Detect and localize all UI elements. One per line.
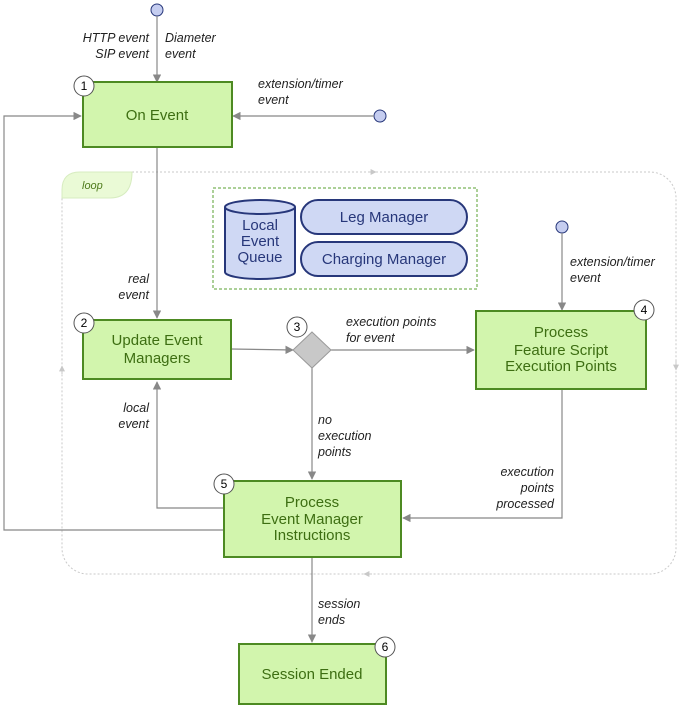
number-badges: 1 2 3 4 5 6	[73, 75, 655, 658]
label-exec-points: execution points	[346, 315, 436, 329]
badge-2	[73, 312, 95, 334]
label-real-event: event	[118, 288, 149, 302]
update-event-managers-box	[82, 319, 232, 380]
label-diameter: Diameter	[165, 31, 217, 45]
edge-instructions-to-on-event	[3, 111, 224, 531]
label-ext-timer-2-event: event	[570, 271, 601, 285]
leg-manager-pill	[300, 199, 468, 235]
instructions-label-1: Process	[285, 494, 339, 511]
edge-update-to-decision	[230, 345, 294, 355]
label-diameter-event: event	[165, 47, 196, 61]
label-exec-points-for-event: for event	[346, 331, 395, 345]
loop-label: loop	[82, 180, 103, 192]
session-ended-label: Session Ended	[262, 666, 363, 683]
loop-tab	[61, 171, 133, 199]
svg-text:Queue: Queue	[237, 249, 282, 266]
local-event-queue: Local Event Queue	[224, 199, 296, 280]
on-event-box	[82, 81, 233, 148]
on-event-label: On Event	[126, 107, 189, 124]
label-no-execution: execution	[318, 429, 372, 443]
feature-label-3: Execution Points	[505, 358, 617, 375]
label-sip-event: SIP event	[95, 47, 149, 61]
edge-feature-to-instructions	[402, 389, 563, 523]
leg-manager-label: Leg Manager	[340, 209, 428, 226]
label-local: local	[123, 401, 150, 415]
instructions-label-2: Event Manager	[261, 511, 363, 528]
process-instructions-box	[223, 480, 402, 558]
update-label-1: Update Event	[112, 332, 204, 349]
badge-1	[73, 75, 95, 97]
start-circle-ext-2	[555, 220, 569, 234]
svg-text:2: 2	[81, 316, 88, 330]
svg-text:3: 3	[294, 320, 301, 334]
label-no-points: points	[317, 445, 351, 459]
label-http-event: HTTP event	[83, 31, 150, 45]
label-processed-1: execution	[500, 465, 554, 479]
process-feature-box	[475, 310, 647, 390]
feature-label-2: Feature Script	[514, 342, 609, 359]
label-processed-2: points	[520, 481, 554, 495]
svg-text:Local: Local	[242, 217, 278, 234]
edges	[3, 16, 567, 643]
instructions-label-3: Instructions	[274, 527, 351, 544]
label-real: real	[128, 272, 150, 286]
svg-text:4: 4	[641, 303, 648, 317]
badge-4	[633, 299, 655, 321]
label-session: session	[318, 597, 360, 611]
label-local-event: event	[118, 417, 149, 431]
decision-diamond	[292, 331, 332, 369]
svg-text:5: 5	[221, 477, 228, 491]
label-ext-timer-1-event: event	[258, 93, 289, 107]
badge-3	[286, 316, 308, 338]
session-ended-box	[238, 643, 387, 705]
label-processed-3: processed	[495, 497, 555, 511]
update-label-2: Managers	[124, 350, 191, 367]
label-session-ends: ends	[318, 613, 345, 627]
badge-6	[374, 636, 396, 658]
label-no: no	[318, 413, 332, 427]
start-circle-ext-1	[373, 109, 387, 123]
charging-manager-label: Charging Manager	[322, 251, 446, 268]
svg-text:1: 1	[81, 79, 88, 93]
start-circle-top	[150, 3, 164, 17]
managers-group	[212, 187, 478, 290]
charging-manager-pill	[300, 241, 468, 277]
badge-5	[213, 473, 235, 495]
feature-label-1: Process	[534, 324, 588, 341]
svg-text:Event: Event	[241, 233, 280, 250]
label-ext-timer-2: extension/timer	[570, 255, 656, 269]
label-ext-timer-1: extension/timer	[258, 77, 344, 91]
svg-text:6: 6	[382, 640, 389, 654]
edge-instructions-to-update	[152, 381, 224, 509]
